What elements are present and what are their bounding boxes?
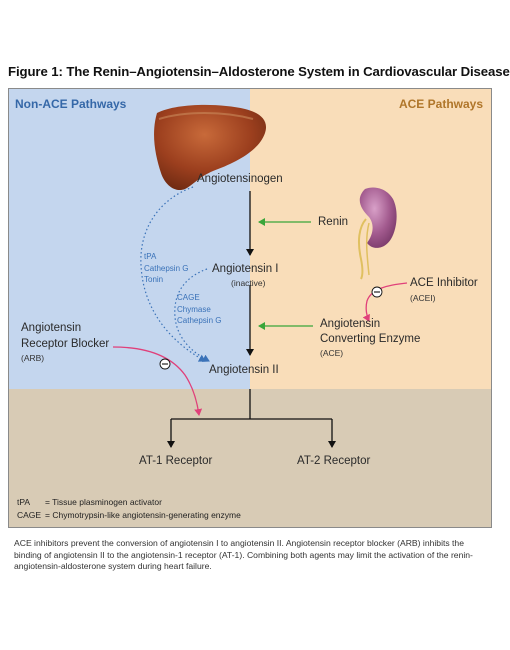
figure-title: Figure 1: The Renin–Angiotensin–Aldoster…: [8, 64, 510, 79]
enzyme-list-a: tPA Cathepsin G Tonin: [144, 251, 188, 286]
angiotensin-ii-label: Angiotensin II: [209, 364, 279, 376]
enzyme-list-b: CAGE Chymase Cathepsin G: [177, 292, 221, 327]
pathway-diagram: [112, 104, 408, 448]
arrow-arb: [112, 346, 203, 416]
legend-abbr: CAGE: [17, 510, 42, 520]
arb-label-line1: Angiotensin: [21, 322, 82, 334]
angiotensin-i-label: Angiotensin I: [212, 263, 279, 275]
liver-icon: [154, 104, 267, 191]
kidney-icon: [357, 187, 397, 280]
enzyme-cathepsin-g: Cathepsin G: [144, 263, 189, 273]
legend-row-tpa: tPA = Tissue plasminogen activator: [17, 497, 162, 507]
arb-label-line2: Receptor Blocker: [21, 338, 110, 350]
enzyme-cathepsin-g-2: Cathepsin G: [177, 316, 222, 326]
path-angiotensinogen-to-ang2: [140, 186, 206, 362]
angiotensinogen-label: Angiotensinogen: [197, 173, 283, 185]
enzyme-cage: CAGE: [177, 293, 200, 302]
legend-abbr: tPA: [17, 497, 31, 507]
legend-def: = Tissue plasminogen activator: [45, 497, 162, 507]
ace-label-line1: Angiotensin: [320, 318, 381, 330]
enzyme-tonin: Tonin: [144, 275, 164, 285]
ace-inhibitor-abbr: (ACEI): [410, 293, 436, 303]
diagram-frame: Non-ACE Pathways ACE Pathways: [8, 88, 492, 528]
ace-abbr: (ACE): [320, 348, 344, 358]
renin-label: Renin: [318, 216, 349, 228]
legend-def: = Chymotrypsin-like angiotensin-generati…: [45, 510, 241, 520]
enzyme-tpa: tPA: [144, 252, 157, 261]
angiotensin-i-note: (inactive): [231, 278, 266, 288]
figure-caption: ACE inhibitors prevent the conversion of…: [14, 538, 473, 572]
at1-receptor-label: AT-1 Receptor: [139, 455, 213, 467]
at2-receptor-label: AT-2 Receptor: [297, 455, 371, 467]
ace-header: ACE Pathways: [398, 97, 483, 111]
non-ace-header: Non-ACE Pathways: [15, 97, 127, 111]
arrow-acei: [362, 282, 408, 322]
arb-abbr: (ARB): [21, 353, 45, 363]
enzyme-chymase: Chymase: [177, 304, 211, 314]
ace-inhibitor-label: ACE Inhibitor: [410, 277, 478, 289]
ace-label-line2: Converting Enzyme: [320, 333, 421, 345]
legend-row-cage: CAGE= Chymotrypsin-like angiotensin-gene…: [17, 510, 241, 520]
